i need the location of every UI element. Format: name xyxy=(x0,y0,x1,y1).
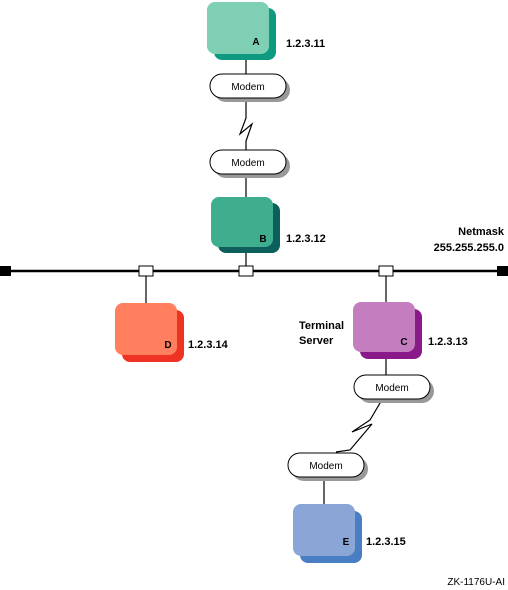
modem-1: Modem xyxy=(209,73,290,102)
modem-4: Modem xyxy=(287,452,368,481)
modem-1-label: Modem xyxy=(231,82,264,93)
node-b-letter: B xyxy=(259,234,266,245)
transceiver-tap-d xyxy=(138,265,154,277)
node-c-address: 1.2.3.13 xyxy=(428,336,468,348)
terminal-server-line1: Terminal xyxy=(299,320,344,332)
modem-1-body xyxy=(209,73,287,99)
figure-id: ZK-1176U-AI xyxy=(447,577,505,588)
netmask-value: 255.255.255.0 xyxy=(434,242,504,254)
node-d-box xyxy=(115,303,177,355)
backbone-terminator-left xyxy=(0,266,11,276)
modem-2-body xyxy=(209,149,287,175)
node-a: A xyxy=(207,2,276,60)
node-c-box xyxy=(353,302,415,352)
node-e-address: 1.2.3.15 xyxy=(366,536,406,548)
transceiver-tap-b xyxy=(238,265,254,277)
node-d: D xyxy=(115,303,184,362)
node-a-box xyxy=(207,2,269,54)
modem-3: Modem xyxy=(353,374,434,403)
terminal-server-line2: Server xyxy=(299,335,334,347)
node-b: B xyxy=(211,197,280,253)
modem-4-body xyxy=(287,452,365,478)
node-a-address: 1.2.3.11 xyxy=(286,38,325,50)
netmask-title: Netmask xyxy=(458,226,505,238)
node-c: C xyxy=(353,302,422,359)
backbone-terminator-right xyxy=(497,266,508,276)
node-d-address: 1.2.3.14 xyxy=(188,339,229,351)
modem-2: Modem xyxy=(209,149,290,178)
node-c-letter: C xyxy=(400,337,407,348)
modem-2-label: Modem xyxy=(231,158,264,169)
modem-4-label: Modem xyxy=(309,461,342,472)
node-e-box xyxy=(293,504,355,556)
node-b-box xyxy=(211,197,273,247)
modem-3-body xyxy=(353,374,431,400)
modem-3-label: Modem xyxy=(375,383,408,394)
serial-link-bottom xyxy=(335,397,384,453)
serial-link-top xyxy=(238,98,254,150)
node-d-letter: D xyxy=(164,340,171,351)
node-b-address: 1.2.3.12 xyxy=(286,233,326,245)
node-e-letter: E xyxy=(343,537,350,548)
transceiver-tap-c xyxy=(378,265,394,277)
node-a-letter: A xyxy=(252,37,259,48)
node-e: E xyxy=(293,504,362,563)
